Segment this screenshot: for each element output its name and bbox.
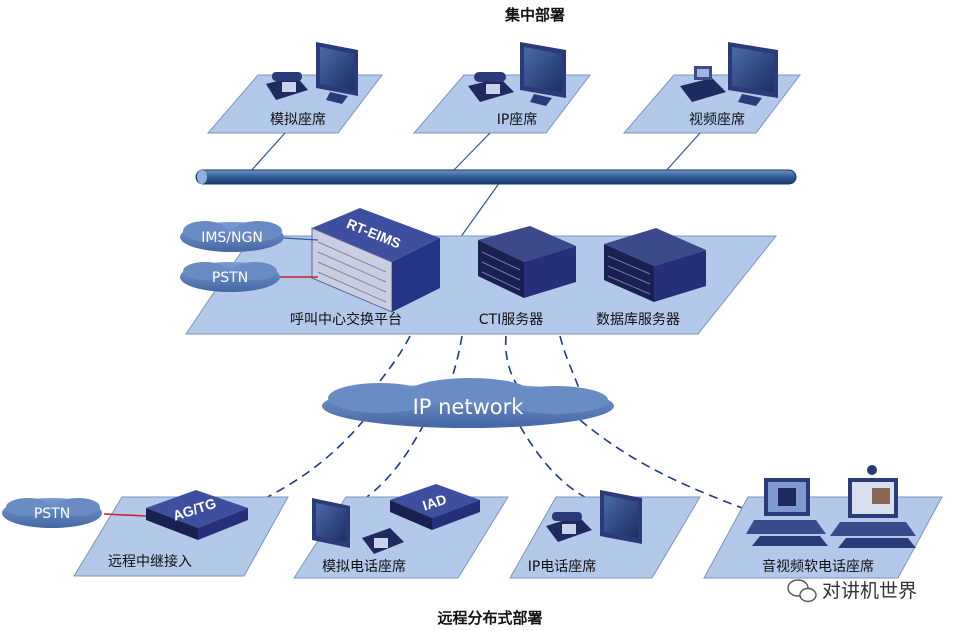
cti-server bbox=[478, 226, 576, 298]
ip-seat-group: IP座席 bbox=[412, 42, 592, 134]
rt-eims-switch: RT-EIMS bbox=[311, 208, 440, 313]
pstn-cloud-top: PSTN bbox=[180, 262, 318, 292]
monitor-icon bbox=[520, 42, 566, 106]
desk-phone-icon bbox=[266, 72, 308, 100]
watermark: 对讲机世界 bbox=[787, 579, 917, 603]
monitor-icon bbox=[312, 498, 350, 548]
watermark-text: 对讲机世界 bbox=[822, 580, 917, 602]
iad-device: IAD bbox=[390, 484, 480, 530]
monitor-icon bbox=[600, 490, 642, 544]
ip-network-cloud: IP network bbox=[322, 378, 614, 428]
laptop-camera-icon bbox=[830, 465, 916, 548]
ip-network-label: IP network bbox=[413, 395, 525, 419]
trunk-access-label: 远程中继接入 bbox=[108, 553, 192, 570]
laptop-icon bbox=[746, 478, 828, 546]
remote-analog-group: IAD 模拟电话座席 bbox=[293, 484, 509, 579]
title-remote: 远程分布式部署 bbox=[437, 609, 542, 627]
ip-phone-icon bbox=[546, 512, 592, 542]
seat-bus-links bbox=[249, 132, 701, 239]
analog-seat-label: 模拟座席 bbox=[270, 112, 326, 128]
remote-av-group: 音视频软电话座席 bbox=[703, 465, 943, 579]
call-center-label: 呼叫中心交换平台 bbox=[290, 311, 402, 328]
remote-ip-label: IP电话座席 bbox=[528, 559, 597, 575]
remote-av-label: 音视频软电话座席 bbox=[762, 558, 874, 575]
title-centralized: 集中部署 bbox=[504, 6, 565, 24]
video-phone-icon bbox=[680, 66, 726, 102]
monitor-icon bbox=[316, 42, 358, 104]
iad-label: IAD bbox=[421, 491, 449, 514]
desk-phone-icon bbox=[362, 528, 404, 554]
video-seat-label: 视频座席 bbox=[689, 112, 745, 128]
cti-label: CTI服务器 bbox=[479, 312, 543, 328]
pstn-bottom-label: PSTN bbox=[34, 506, 70, 522]
pstn-top-label: PSTN bbox=[212, 270, 248, 286]
remote-analog-label: 模拟电话座席 bbox=[322, 559, 406, 575]
video-seat-group: 视频座席 bbox=[622, 42, 802, 134]
database-label: 数据库服务器 bbox=[596, 312, 680, 328]
ag-tg-gateway: AG/TG bbox=[146, 490, 248, 540]
backbone-bus bbox=[195, 169, 797, 185]
monitor-icon bbox=[728, 42, 778, 106]
wechat-icon bbox=[787, 579, 817, 603]
ims-ngn-label: IMS/NGN bbox=[201, 230, 263, 246]
database-server bbox=[604, 228, 706, 302]
central-platform-group: RT-EIMS 呼叫中心交换平台 CTI服务器 数据 bbox=[185, 208, 778, 335]
pstn-cloud-bottom: PSTN bbox=[2, 498, 147, 528]
ims-ngn-cloud: IMS/NGN bbox=[180, 221, 319, 252]
ip-phone-icon bbox=[468, 72, 514, 102]
analog-seat-group: 模拟座席 bbox=[206, 42, 384, 134]
remote-trunk-group: AG/TG 远程中继接入 bbox=[73, 490, 289, 577]
ip-seat-label: IP座席 bbox=[497, 112, 538, 128]
remote-ip-group: IP电话座席 bbox=[509, 490, 701, 579]
